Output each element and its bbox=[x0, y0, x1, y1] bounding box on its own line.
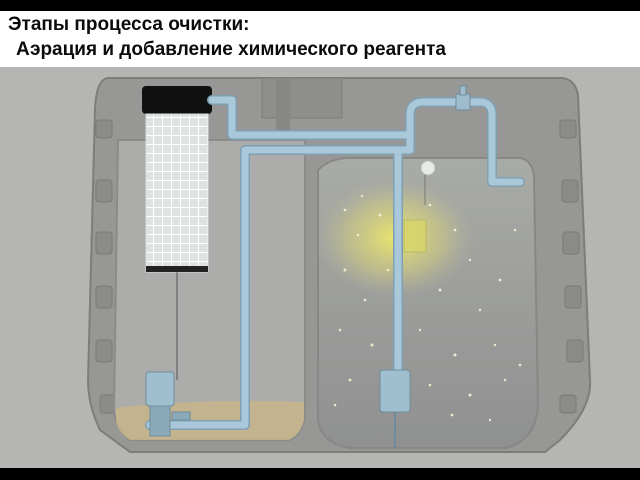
dosing-cylinder bbox=[403, 219, 427, 253]
submersible-pump-icon bbox=[145, 371, 191, 437]
filter-cartridge bbox=[142, 86, 212, 380]
letterbox-bottom bbox=[0, 468, 640, 480]
filter-mesh bbox=[145, 113, 209, 273]
valve-icon bbox=[455, 85, 471, 111]
tank-ribs-right bbox=[559, 119, 584, 414]
title-line-2: Аэрация и добавление химического реагент… bbox=[16, 39, 446, 60]
float-switch-icon bbox=[420, 160, 436, 205]
tank-ribs-left bbox=[95, 119, 117, 414]
submersible-pump-icon bbox=[379, 369, 411, 448]
title-line-1: Этапы процесса очистки: bbox=[8, 14, 250, 35]
left-chamber bbox=[112, 139, 306, 441]
filter-cap bbox=[142, 86, 212, 114]
pipes bbox=[145, 95, 525, 430]
title-panel: Этапы процесса очистки: Аэрация и добавл… bbox=[0, 11, 640, 67]
hatch-pipe bbox=[276, 78, 290, 138]
service-hatch bbox=[261, 77, 343, 119]
letterbox-top bbox=[0, 0, 640, 11]
aeration-bubbles bbox=[333, 194, 522, 422]
